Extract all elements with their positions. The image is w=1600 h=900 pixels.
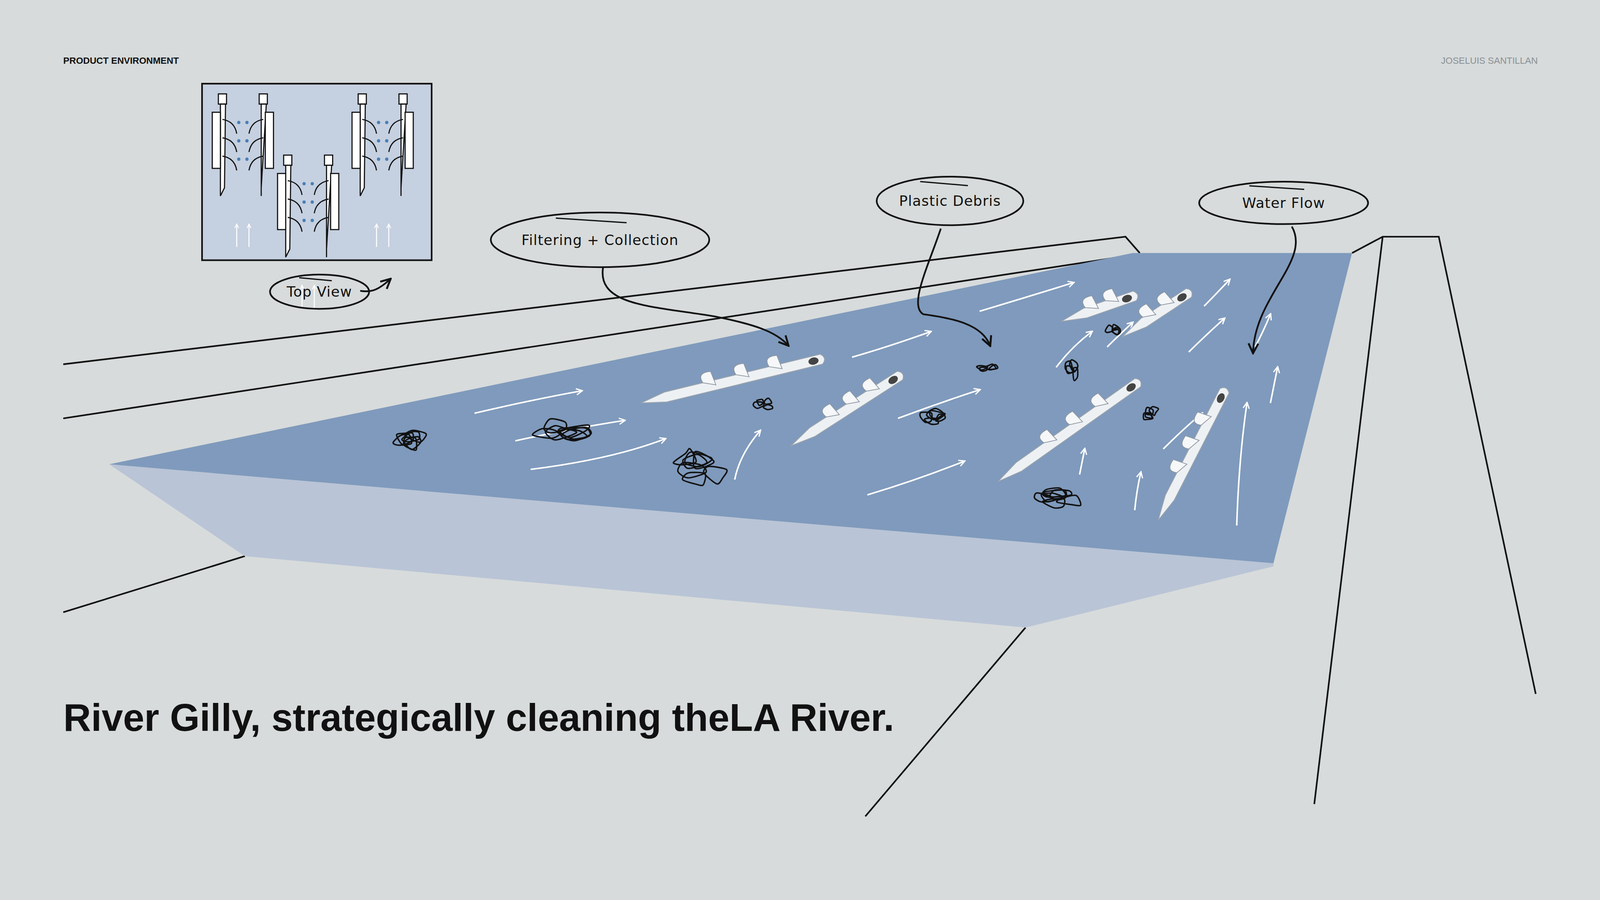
flow-arrow [1236,402,1247,526]
flow-arrow [1056,331,1093,368]
plastic-debris [703,466,728,484]
callout-label: Plastic Debris [899,192,1002,210]
flow-arrow [1134,472,1141,511]
plastic-debris [561,427,592,441]
callout-text-group: Water Flow [1242,194,1325,212]
plastic-debris [763,404,773,410]
gilly-device [790,371,904,446]
plastic-debris [543,418,567,433]
gilly-device [997,378,1142,482]
plastic-debris [753,402,765,409]
plastic-debris [1056,495,1081,506]
flow-arrow [852,331,931,358]
section-label: PRODUCT ENVIRONMENT [63,55,179,67]
flow-arrow [530,438,665,470]
flow-arrow [1188,318,1225,353]
callout-ellipse: Top View [268,273,371,310]
flow-arrow [867,461,965,495]
title: River Gilly, strategically cleaning theL… [63,693,918,742]
plastic-debris [935,414,946,422]
flow-arrow [1255,314,1271,347]
flow-arrow [515,420,625,441]
plastic-debris [682,472,706,486]
callout-text-group: Top View [286,283,353,300]
plastic-debris [673,448,697,465]
plastic-debris [1034,492,1054,503]
callout-ellipse: Plastic Debris [875,175,1025,227]
top-view-device [277,155,339,258]
flow-arrow [734,430,760,480]
gilly-device [1061,288,1138,322]
callout-text-group: Filtering + Collection [521,231,679,249]
flow-arrow [1204,279,1230,307]
callout-label: Filtering + Collection [521,231,679,249]
flow-arrow [474,390,582,414]
callout-label: Top View [286,283,353,300]
plastic-debris [403,437,417,451]
plastic-debris [1149,406,1159,416]
flow-arrow [1270,367,1278,404]
plastic-debris [1066,365,1075,374]
callout-label: Water Flow [1242,194,1325,212]
plastic-debris [764,398,772,405]
callout-text-group: Plastic Debris [899,192,1002,210]
top-view-device [212,93,274,196]
plastic-debris [920,412,933,423]
flow-arrow [979,282,1074,312]
callout-ellipse: Filtering + Collection [489,211,711,269]
plastic-debris [1112,328,1120,335]
flow-arrow [1079,449,1085,475]
callout-ellipse: Water Flow [1197,180,1370,226]
gilly-device [1158,387,1230,521]
author-name: JOSELUIS SANTILLAN [1440,55,1538,67]
plastic-debris [1042,487,1066,498]
gilly-device [640,354,825,403]
gilly-device [1122,288,1193,338]
top-view-device [352,93,414,196]
plastic-debris [976,365,988,370]
